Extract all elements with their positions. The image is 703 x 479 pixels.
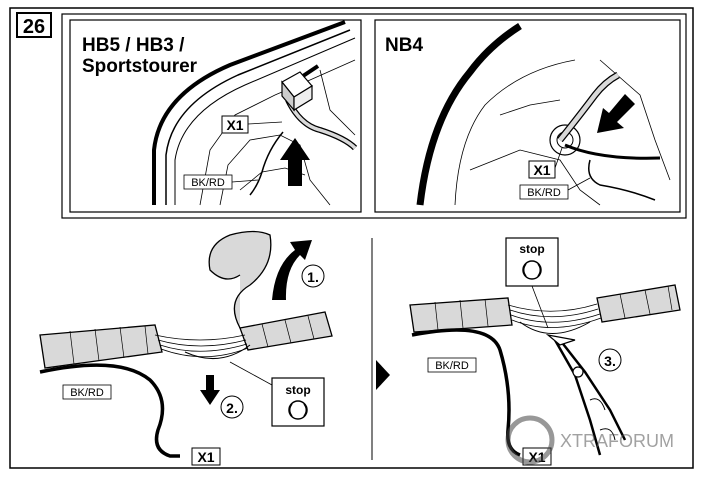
right-wire-tag: BK/RD bbox=[427, 357, 477, 373]
nb4-wire bbox=[588, 159, 656, 201]
panel-hb-title-2: Sportstourer bbox=[82, 56, 198, 77]
arrow-icon bbox=[200, 375, 220, 405]
step-number: 26 bbox=[23, 16, 45, 38]
step2-label: 2. bbox=[226, 400, 238, 416]
step-left-diagram: 1. 2. stop BK/RD X1 bbox=[39, 230, 333, 466]
left-connector-tag: X1 bbox=[191, 447, 221, 466]
hb-wire-tag: BK/RD bbox=[183, 174, 259, 190]
watermark: XTRAFORUM bbox=[505, 415, 674, 465]
corrugated-tube-right bbox=[239, 311, 333, 351]
svg-text:BK/RD: BK/RD bbox=[70, 387, 104, 399]
nb4-wire-tag: BK/RD bbox=[519, 177, 591, 200]
stop-sign-icon: stop bbox=[229, 361, 325, 427]
step1-label: 1. bbox=[307, 269, 319, 285]
panel-hb: HB5 / HB3 / Sportstourer X1 bbox=[69, 19, 362, 213]
svg-text:stop: stop bbox=[285, 383, 310, 397]
arrow-icon bbox=[597, 94, 635, 133]
folded-tube bbox=[208, 230, 272, 329]
panel-nb4-title: NB4 bbox=[385, 35, 423, 56]
connector-icon bbox=[281, 64, 320, 112]
body-contour bbox=[152, 20, 346, 205]
hb-wire bbox=[249, 131, 284, 196]
panel-nb4: NB4 X1 BK/RD bbox=[374, 19, 681, 213]
svg-text:stop: stop bbox=[519, 242, 544, 256]
watermark-logo-icon bbox=[505, 415, 555, 465]
nb4-body-contour bbox=[416, 23, 522, 206]
step-right-diagram: stop 3. BK/RD X1 bbox=[409, 237, 681, 466]
panel-hb-title-1: HB5 / HB3 / bbox=[82, 35, 185, 56]
nb4-connector-tag: X1 bbox=[528, 147, 563, 179]
left-wire-tag: BK/RD bbox=[62, 384, 112, 400]
svg-text:X1: X1 bbox=[533, 162, 550, 178]
svg-text:BK/RD: BK/RD bbox=[191, 177, 225, 189]
corrugated-tube-right-b bbox=[596, 284, 681, 323]
arrow-icon bbox=[280, 138, 310, 186]
top-panels-frame bbox=[61, 13, 687, 219]
step3-label: 3. bbox=[604, 353, 616, 369]
side-cutter-icon bbox=[545, 333, 627, 456]
watermark-text: XTRAFORUM bbox=[560, 431, 674, 451]
svg-text:X1: X1 bbox=[226, 117, 243, 133]
hb-connector-tag: X1 bbox=[221, 115, 283, 134]
left-wire bbox=[39, 363, 180, 458]
step-number-box: 26 bbox=[16, 12, 52, 38]
svg-text:X1: X1 bbox=[197, 449, 214, 465]
arrow-icon bbox=[376, 360, 390, 390]
svg-text:BK/RD: BK/RD bbox=[435, 360, 469, 372]
arrow-icon bbox=[272, 240, 312, 300]
stop-sign-icon: stop bbox=[505, 237, 559, 329]
svg-text:BK/RD: BK/RD bbox=[527, 187, 561, 199]
